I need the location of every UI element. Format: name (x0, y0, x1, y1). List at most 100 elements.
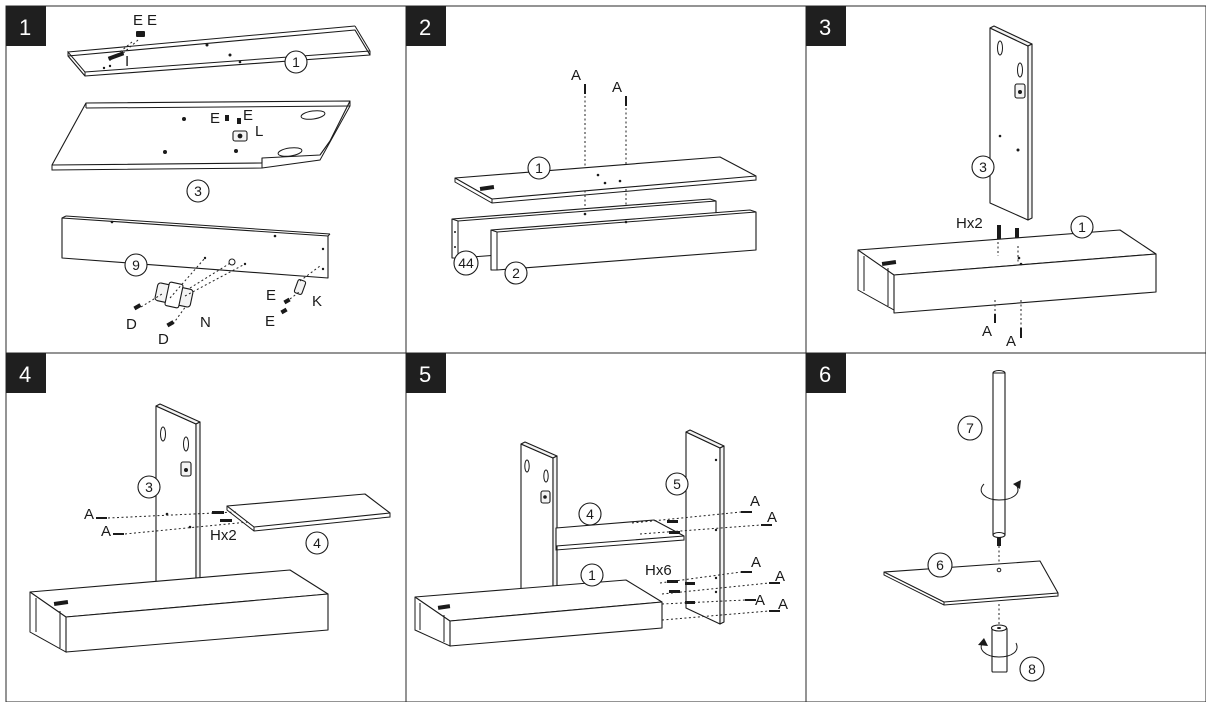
svg-text:4: 4 (586, 506, 594, 522)
label-A: A (750, 493, 760, 510)
label-D: D (126, 316, 137, 333)
base-assembly (29, 569, 329, 653)
step-number: 2 (419, 15, 431, 40)
label-D: D (158, 331, 169, 348)
part-callout: 2 (504, 261, 528, 285)
part-callout: 1 (1070, 215, 1094, 239)
cam-bolt-icon (212, 511, 232, 522)
shelf-part-4 (226, 493, 391, 532)
label-A: A (612, 79, 622, 96)
board-part-1 (454, 156, 757, 204)
label-I: I (125, 53, 129, 70)
svg-text:7: 7 (966, 420, 974, 436)
label-A: A (101, 523, 111, 540)
step-panel-3: 3 3 Hx2 (805, 5, 1206, 354)
part-callout: 7 (957, 415, 983, 441)
step-panel-2: 2 A A 1 (405, 5, 807, 354)
label-E: E (243, 107, 253, 124)
step-number: 5 (419, 362, 431, 387)
label-A: A (982, 323, 992, 340)
side-panel-part-5 (685, 429, 725, 625)
label-A: A (1006, 333, 1016, 350)
part-callout: 1 (527, 156, 551, 180)
pole-part-7 (992, 369, 1006, 546)
label-E: E (210, 110, 220, 127)
cam-lock-K (280, 265, 321, 315)
foot-part-8 (990, 624, 1008, 673)
step-panel-4: 4 3 4 A A (5, 352, 407, 702)
label-K: K (312, 293, 322, 310)
svg-text:44: 44 (458, 255, 474, 271)
part-callout: 44 (453, 250, 479, 276)
step-number: 3 (819, 15, 831, 40)
board-part-1 (857, 229, 1157, 314)
part-callout: 5 (665, 472, 689, 496)
side-panel-part-3 (155, 403, 201, 601)
dowel-icon (96, 517, 124, 535)
label-A: A (767, 509, 777, 526)
part-callout: 4 (578, 502, 602, 526)
svg-text:1: 1 (292, 54, 300, 70)
label-L: L (255, 123, 263, 140)
label-Hx6: Hx6 (645, 562, 672, 579)
label-A: A (775, 568, 785, 585)
dowel-icon (994, 314, 1022, 338)
rotate-arrow-icon (978, 638, 1018, 658)
part-callout: 4 (305, 531, 329, 555)
part-callout: 3 (137, 475, 161, 499)
part-callout: 3 (186, 179, 210, 203)
step-panel-6: 6 7 6 (805, 352, 1206, 702)
label-E: E (147, 12, 157, 29)
label-E: E (265, 313, 275, 330)
svg-text:4: 4 (313, 535, 321, 551)
label-N: N (200, 314, 211, 331)
svg-text:1: 1 (588, 567, 596, 583)
side-panel-part-3 (989, 25, 1033, 221)
label-A: A (755, 592, 765, 609)
step-panel-1: 1 E E I 1 (5, 5, 407, 354)
side-panel-part-3 (520, 441, 558, 607)
part-callout: 1 (580, 563, 604, 587)
part-callout: 1 (284, 50, 308, 74)
svg-text:9: 9 (132, 257, 140, 273)
board-part-3 (51, 100, 351, 171)
bracket-N (140, 257, 246, 325)
dowel-icon (741, 511, 780, 612)
step-number: 1 (19, 15, 31, 40)
svg-text:1: 1 (1078, 219, 1086, 235)
label-Hx2: Hx2 (210, 527, 237, 544)
label-A: A (778, 596, 788, 613)
part-callout: 8 (1019, 656, 1045, 682)
label-A: A (571, 67, 581, 84)
svg-text:3: 3 (979, 159, 987, 175)
label-E: E (133, 12, 143, 29)
label-Hx2: Hx2 (956, 215, 983, 232)
svg-text:1: 1 (535, 160, 543, 176)
label-A: A (751, 554, 761, 571)
svg-text:5: 5 (673, 476, 681, 492)
part-callout: 9 (124, 253, 148, 277)
svg-text:3: 3 (194, 183, 202, 199)
svg-text:3: 3 (145, 479, 153, 495)
svg-text:6: 6 (936, 557, 944, 573)
board-part-1 (67, 25, 371, 77)
board-part-2 (490, 209, 757, 271)
screw-icon (133, 303, 175, 328)
svg-text:8: 8 (1028, 661, 1036, 677)
label-E: E (266, 287, 276, 304)
step-panel-5: 5 4 5 (405, 352, 807, 702)
label-A: A (84, 506, 94, 523)
step-number: 4 (19, 362, 31, 387)
shelf-part-4 (555, 519, 685, 551)
dowel-icon (584, 84, 627, 106)
rotate-arrow-icon (980, 480, 1021, 501)
cam-bolt-icon (997, 225, 1019, 244)
part-callout: 3 (971, 155, 995, 179)
screw-icon (107, 31, 145, 63)
part-callout: 6 (927, 552, 953, 578)
base-plate-part-6 (883, 560, 1059, 606)
base-assembly (414, 579, 663, 647)
step-number: 6 (819, 362, 831, 387)
svg-text:2: 2 (512, 265, 520, 281)
